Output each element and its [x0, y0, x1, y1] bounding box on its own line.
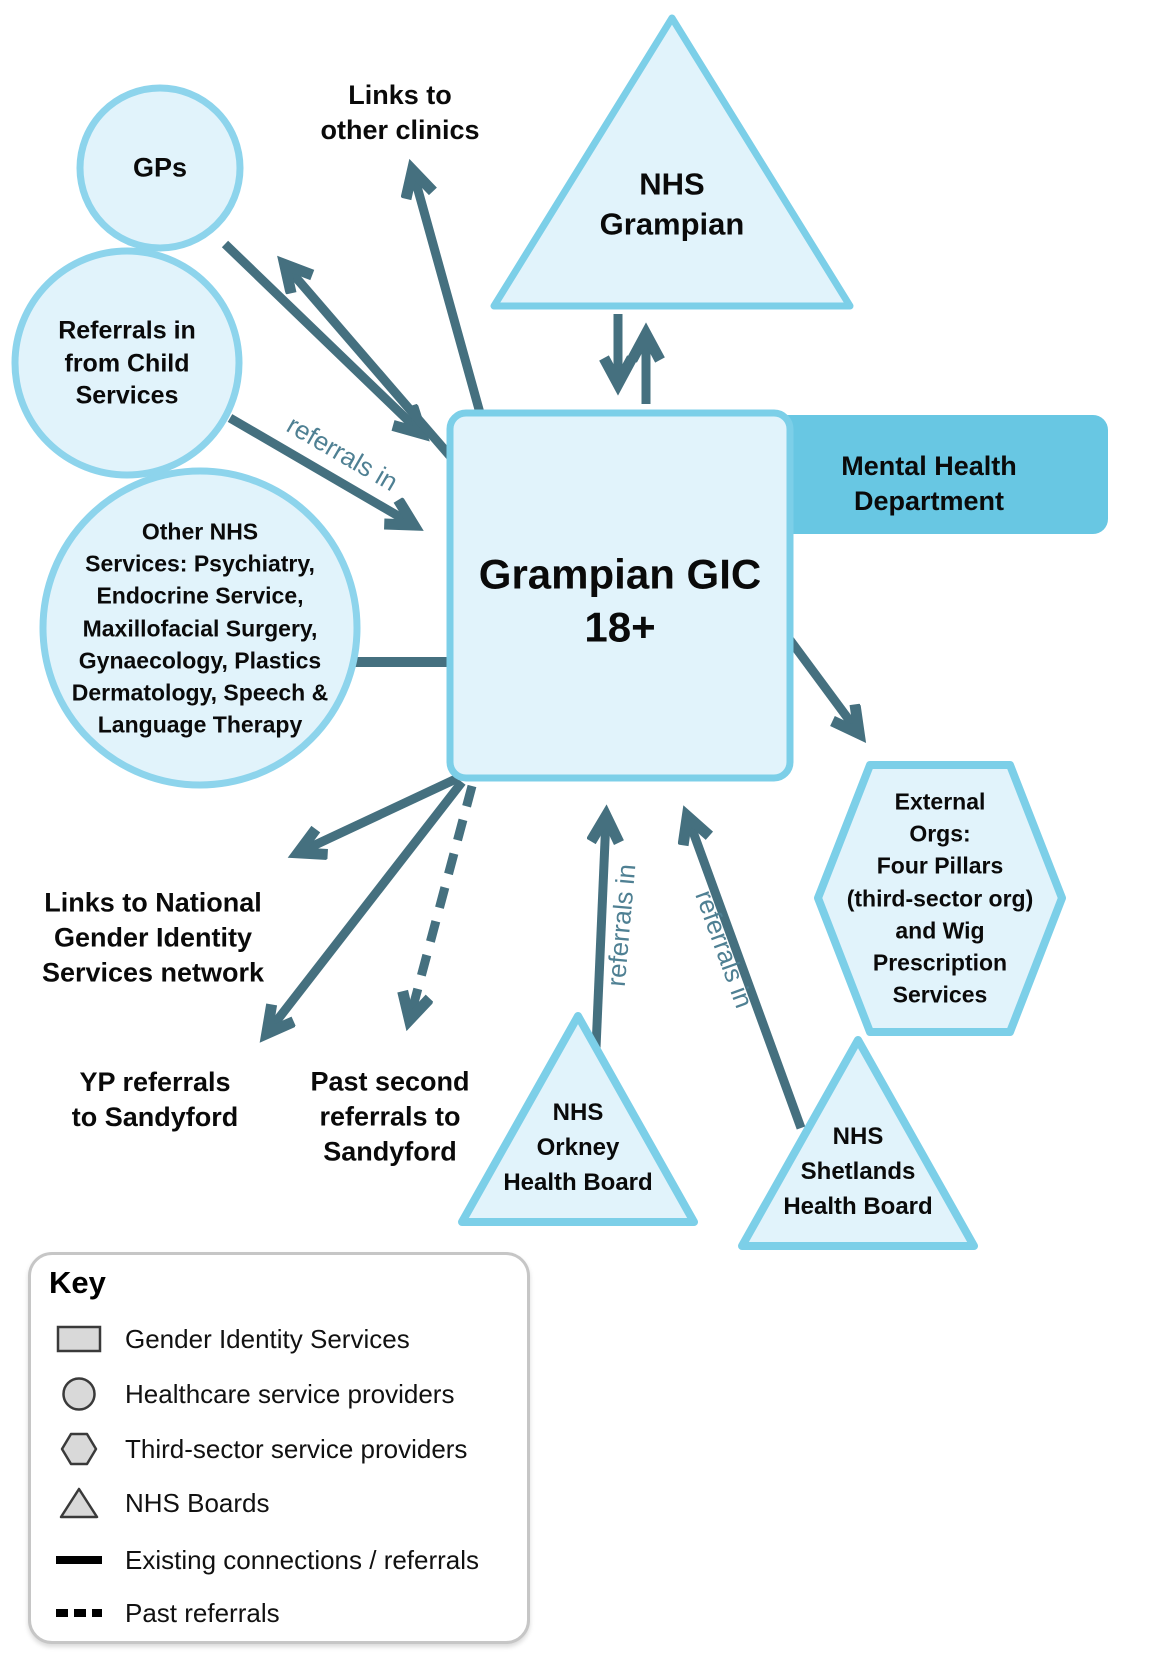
nhs-grampian-triangle [490, 14, 854, 310]
nhs-grampian-label: NHS Grampian [599, 166, 745, 242]
grampian-gic-box [446, 409, 794, 782]
key-row-nhs-boards: NHS Boards [47, 1481, 270, 1525]
hexagon-icon [47, 1429, 111, 1469]
other-nhs-services-label: Other NHS Services: Psychiatry, Endocrin… [71, 518, 329, 738]
grampian-gic-label: Grampian GIC 18+ [478, 550, 762, 651]
arrow-gic-to-other-clinics [413, 172, 485, 415]
dashed-line-icon [47, 1607, 111, 1619]
circle-icon [47, 1374, 111, 1414]
edge-label-referrals-in-shetlands: referrals in [689, 886, 759, 1012]
other-nhs-services-circle [39, 467, 361, 789]
key-label: Existing connections / referrals [125, 1544, 480, 1575]
solid-line-icon [47, 1554, 111, 1566]
links-national-network-label: Links to National Gender Identity Servic… [41, 887, 265, 988]
key-row-healthcare-providers: Healthcare service providers [47, 1372, 454, 1416]
nhs-orkney-triangle [458, 1012, 698, 1226]
nhs-shetlands-triangle [738, 1036, 978, 1250]
external-orgs-label: External Orgs: Four Pillars (third-secto… [846, 788, 1034, 1008]
arrow-shetlands-to-gic [688, 818, 806, 1130]
child-services-label: Referrals in from Child Services [58, 316, 196, 410]
gps-label: GPs [132, 152, 188, 183]
arrow-gic-to-national-network [300, 773, 460, 852]
key-title: Key [49, 1265, 106, 1300]
nhs-orkney-label: NHS Orkney Health Board [503, 1098, 653, 1196]
arrow-gic-to-yp-sandyford [268, 779, 466, 1032]
child-services-circle [11, 247, 243, 479]
arrow-gic-to-gps [286, 266, 454, 459]
mental-health-department-label: Mental Health Department [841, 450, 1017, 516]
key-label: NHS Boards [125, 1487, 270, 1518]
rect-icon [47, 1322, 111, 1356]
key-row-third-sector-providers: Third-sector service providers [47, 1427, 467, 1471]
key-panel: Key Gender Identity Services Healthcare … [28, 1252, 530, 1644]
arrow-gic-to-external-orgs [786, 637, 858, 732]
arrow-dashed-gic-to-past-sandyford [410, 784, 477, 1018]
nhs-shetlands-label: NHS Shetlands Health Board [783, 1122, 933, 1220]
arrow-orkney-to-gic [596, 818, 606, 1049]
key-row-gender-identity-services: Gender Identity Services [47, 1317, 410, 1361]
gps-circle [76, 84, 244, 252]
key-row-past-referrals: Past referrals [47, 1591, 280, 1635]
external-orgs-hexagon [814, 761, 1066, 1036]
key-label: Third-sector service providers [125, 1433, 468, 1464]
links-to-other-clinics-label: Links to other clinics [320, 79, 480, 145]
arrow-gps-to-gic [221, 240, 420, 432]
yp-referrals-sandyford-label: YP referrals to Sandyford [71, 1066, 239, 1132]
key-label: Past referrals [125, 1597, 280, 1628]
past-second-referrals-label: Past second referrals to Sandyford [310, 1066, 470, 1167]
key-label: Healthcare service providers [125, 1378, 455, 1409]
arrow-child-services-to-gic [227, 414, 412, 524]
triangle-icon [47, 1484, 111, 1522]
key-row-existing-connections: Existing connections / referrals [47, 1538, 479, 1582]
mental-health-department-box [750, 415, 1108, 534]
key-label: Gender Identity Services [125, 1323, 410, 1354]
